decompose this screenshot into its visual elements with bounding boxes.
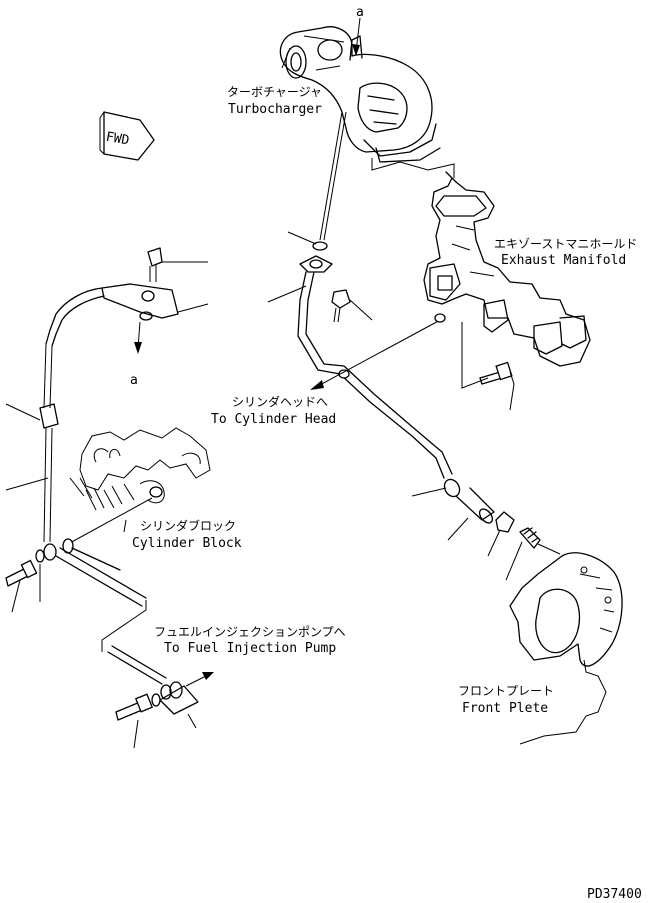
manifold-bolt-zigzag [461, 322, 489, 389]
lower-joint [5, 538, 147, 613]
drawing-number: PD37400 [587, 887, 642, 902]
pipe-leader-1 [267, 285, 307, 303]
turbocharger-label-en: Turbocharger [228, 102, 322, 117]
fwd-arrow-sign: FWD [99, 111, 155, 161]
cylinder-head-arrow [310, 380, 324, 390]
ref-a-top-arrow [352, 44, 360, 56]
pipe-bracket-bolt [331, 289, 373, 323]
left-leader-1 [5, 403, 41, 421]
cylinder-block [69, 427, 211, 533]
fwd-label: FWD [105, 130, 131, 149]
oil-hose-assembly [411, 478, 561, 581]
cylinder-block-label-en: Cylinder Block [132, 536, 242, 551]
ref-a-top: a [356, 5, 364, 20]
front-plate [509, 552, 623, 745]
cylinder-head-label-en: To Cylinder Head [211, 412, 336, 427]
exhaust-manifold-label-jp: エキゾーストマニホールド [494, 237, 637, 251]
cylinder-head-label-jp: シリンダヘッドへ [232, 394, 328, 409]
left-oil-pipe [39, 287, 105, 543]
cylinder-block-label-jp: シリンダブロック [140, 518, 236, 533]
fuel-pipe-zigzag [101, 600, 147, 652]
turbocharger-label-jp: ターボチャージャ [227, 85, 322, 99]
fuel-pump-label-jp: フュエルインジェクションポンプへ [154, 625, 346, 639]
cylinder-block-leader [67, 497, 153, 545]
fuel-pump-label-en: To Fuel Injection Pump [164, 641, 336, 656]
left-leader-2 [5, 477, 49, 491]
front-plate-label-en: Front Plete [462, 701, 548, 716]
turbo-manifold-leader [371, 158, 455, 178]
exhaust-manifold [423, 171, 591, 367]
turbocharger [279, 26, 441, 163]
exhaust-manifold-label-en: Exhaust Manifold [501, 253, 626, 268]
cylinder-head-leader [317, 317, 445, 387]
manifold-bolt [479, 361, 515, 411]
fuel-pipe-lower [107, 645, 214, 749]
front-plate-label-jp: フロントプレート [458, 684, 554, 698]
ref-a-left: a [130, 373, 138, 388]
upper-bracket [101, 247, 209, 354]
